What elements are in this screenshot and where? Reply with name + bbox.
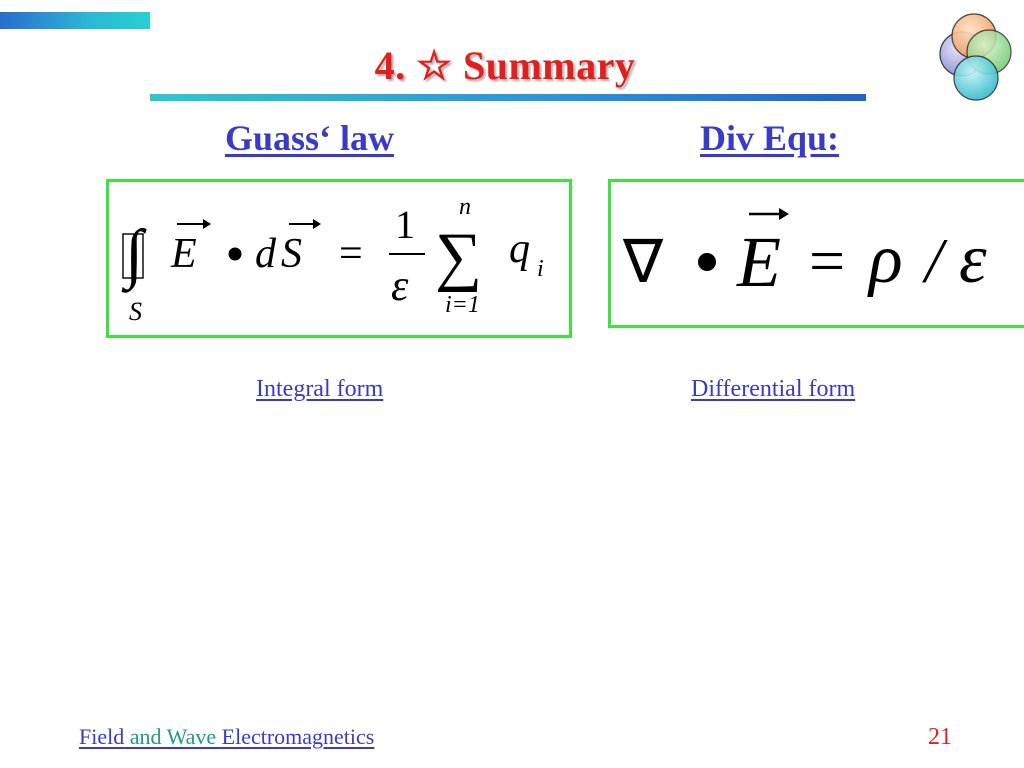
sum-upper-limit: n [459,194,471,220]
gauss-equation: ∫ S E d S = 1 ε n ∑ i=1 q i [121,194,544,326]
slide-title: 4. ☆ Summary [374,43,636,88]
top-accent-bar [0,12,150,29]
integral-subscript: S [129,297,142,326]
differential-form-link[interactable]: Differential form [691,376,856,402]
fraction-denominator: ε [391,261,409,310]
d-symbol: d [255,231,277,277]
vector-arrowhead-e [779,208,789,220]
gauss-law-heading: Guass‘ law [225,118,395,158]
overlapping-circles-logo-icon [939,13,1012,101]
footer-title-part3: Electromagnetics [221,724,375,749]
integral-box-glyph [122,233,144,279]
nabla-operator: ∇ [622,229,664,295]
vector-arrowhead-s [313,219,321,229]
footer-title-part2: and Wave [124,724,222,749]
charge-q: q [509,226,530,272]
div-equation-heading: Div Equ: [700,118,840,158]
integral-sign: ∫ [121,217,147,293]
field-e: E [736,222,781,302]
fraction-numerator: 1 [395,202,415,247]
surface-s: S [281,231,302,277]
dot-operator [228,247,242,261]
rho-symbol: ρ [867,221,903,298]
page-number: 21 [928,724,952,750]
field-e: E [170,231,197,277]
footer-title-part1: Field [79,724,125,749]
sum-lower-limit: i=1 [445,292,480,318]
title-underline-bar [150,94,866,101]
slash-symbol: / [922,225,948,296]
footer-course-title[interactable]: Field and Wave Electromagnetics [79,724,374,750]
epsilon-symbol: ε [959,221,987,298]
div-equation: ∇ E = ρ / ε [622,208,987,302]
summation-sign: ∑ [435,220,482,293]
integral-form-link[interactable]: Integral form [256,376,384,402]
gauss-equation-box: ∫ S E d S = 1 ε n ∑ i=1 q i [106,179,572,338]
dot-operator [698,253,716,271]
vector-arrowhead-e [203,219,211,229]
equals-sign: = [339,231,363,277]
div-equation-box: ∇ E = ρ / ε [608,179,1024,328]
equals-sign: = [809,225,845,296]
charge-subscript: i [537,256,544,282]
